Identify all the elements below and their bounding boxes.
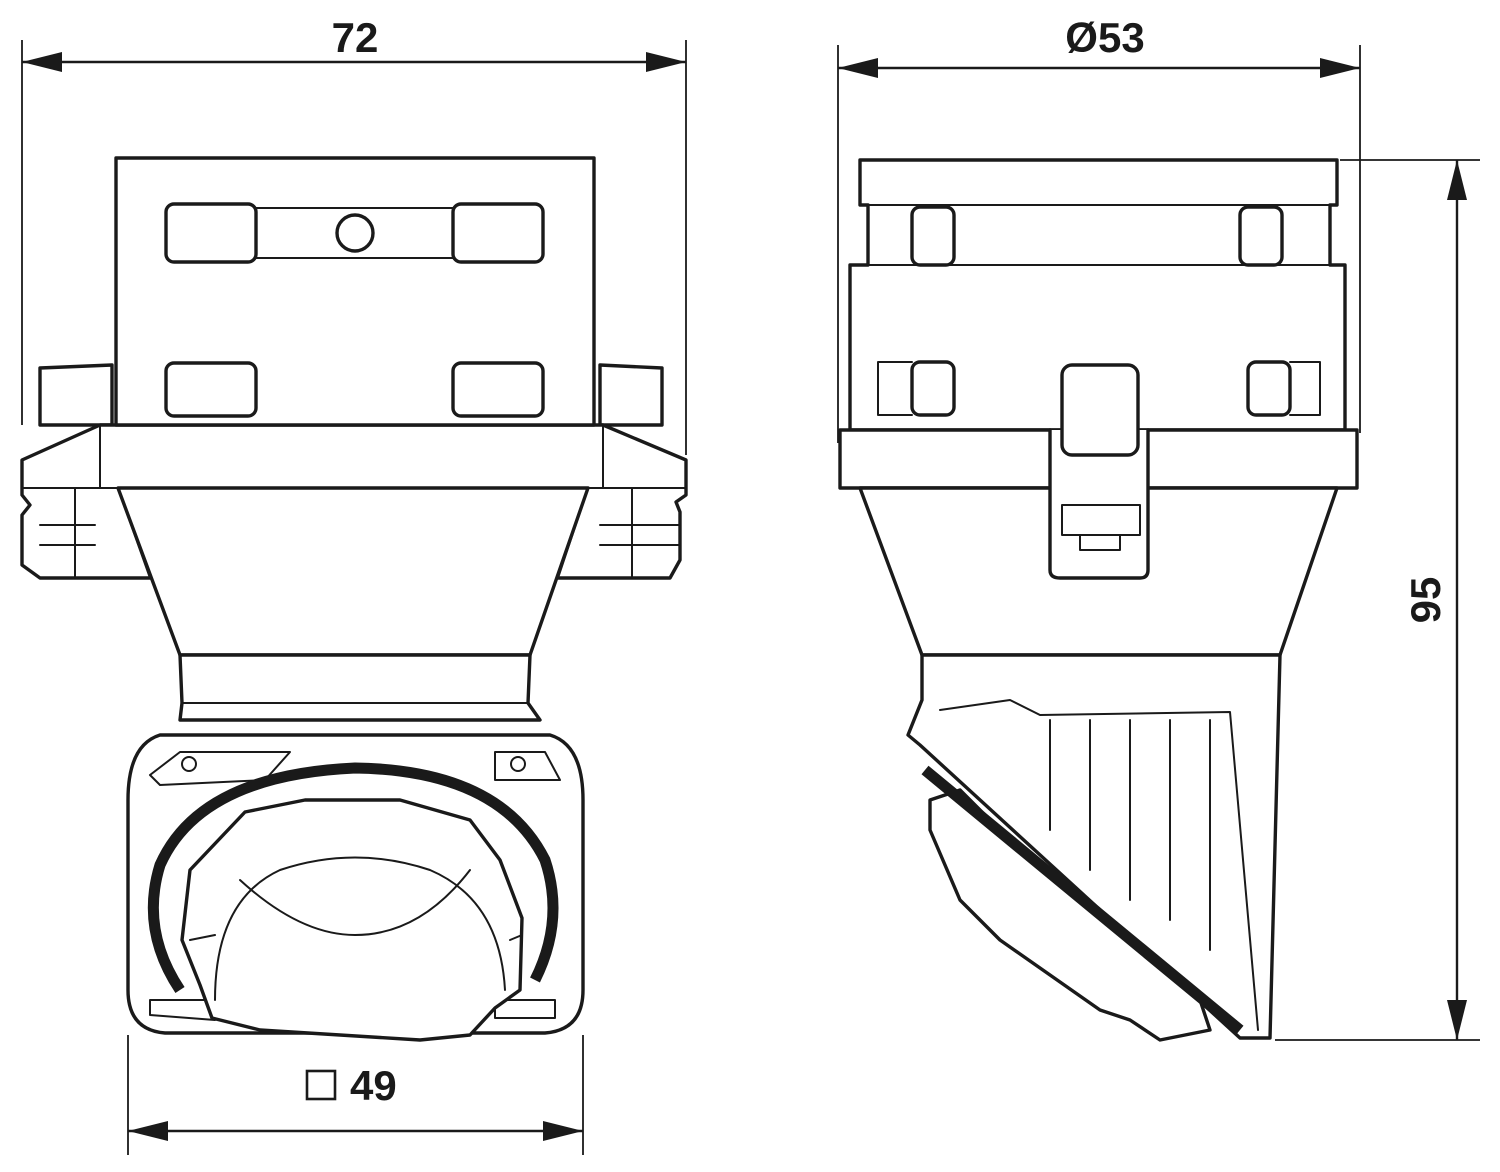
side-latch-tl: [910, 205, 956, 267]
dim-base-square-label: 49: [350, 1062, 397, 1109]
square-symbol-icon: [305, 1069, 337, 1101]
front-screw-hole: [335, 213, 375, 253]
dim-front-width: 72: [21, 14, 687, 455]
side-latch-br: [1246, 360, 1292, 417]
front-inner-ring: [180, 798, 524, 1042]
side-latch-bl: [910, 360, 956, 417]
front-window-tr: [451, 202, 545, 264]
front-window-br: [451, 361, 545, 418]
dim-side-diameter-label: Ø53: [1065, 14, 1144, 61]
front-window-tl: [164, 202, 258, 264]
dim-side-diameter: Ø53: [837, 14, 1361, 443]
front-view: [20, 156, 688, 1042]
dim-total-height: 95: [1275, 159, 1480, 1041]
side-view: [838, 158, 1359, 1042]
side-clip-tab: [1060, 363, 1140, 457]
side-seal-ring: [921, 765, 1244, 1035]
side-latch-tr: [1238, 205, 1284, 267]
front-neck: [178, 653, 542, 722]
front-seal-ring: [147, 762, 559, 994]
dim-base-square: 49: [127, 1035, 584, 1155]
front-window-bl: [164, 361, 258, 418]
dim-front-width-label: 72: [332, 14, 379, 61]
dim-total-height-label: 95: [1402, 577, 1449, 624]
front-taper: [116, 486, 590, 657]
